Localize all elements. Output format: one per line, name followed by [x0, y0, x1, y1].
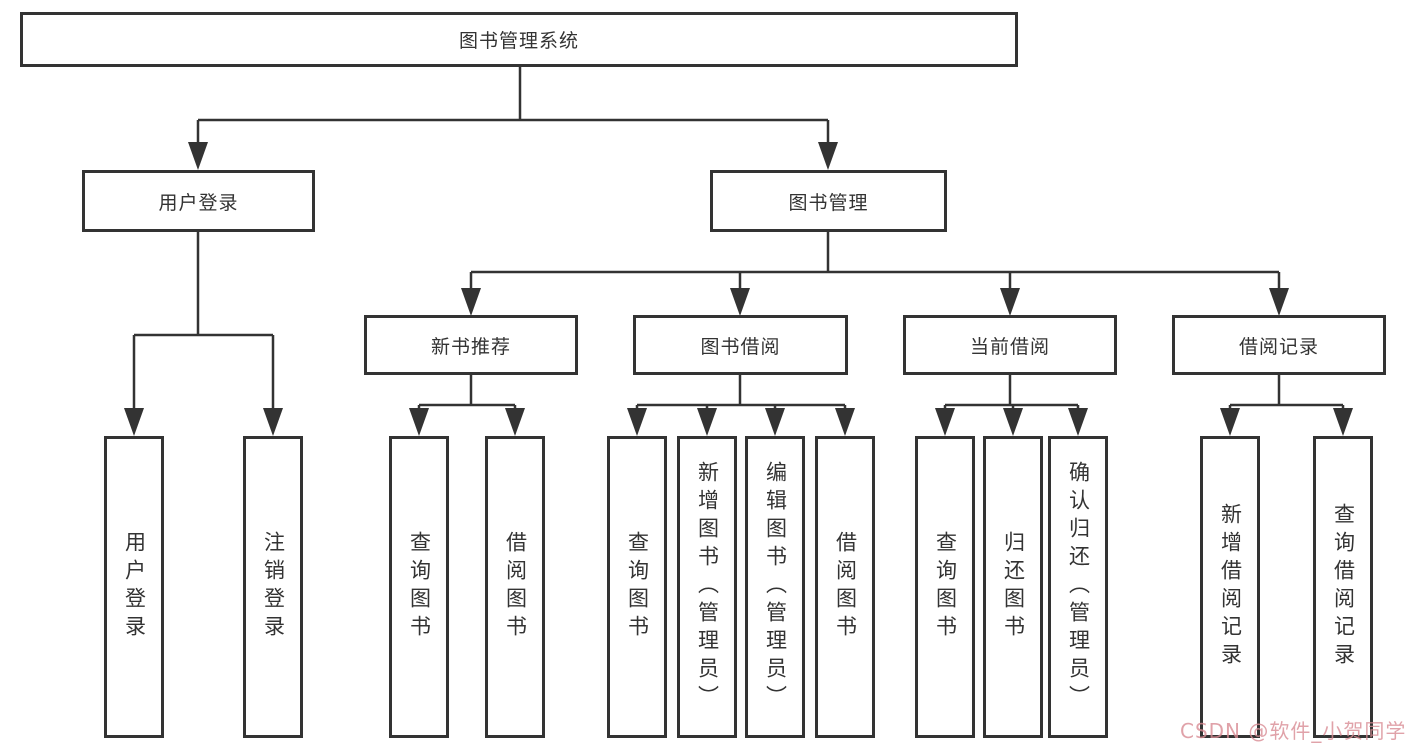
leaf-borrow-books: 借阅图书	[815, 436, 875, 738]
leaf-borrow-books-recommend: 借阅图书	[485, 436, 545, 738]
node-new-book-recommend: 新书推荐	[364, 315, 578, 375]
csdn-watermark: CSDN @软件_小贺同学	[1180, 719, 1405, 743]
leaf-borrow-books-recommend-label: 借阅图书	[503, 531, 528, 643]
node-borrow-records: 借阅记录	[1172, 315, 1386, 375]
leaf-logout-label: 注销登录	[261, 531, 286, 643]
node-book-management-label: 图书管理	[788, 191, 869, 214]
leaf-edit-books-admin-label: 编辑图书（管理员）	[763, 461, 788, 713]
leaf-user-login-label: 用户登录	[122, 531, 147, 643]
leaf-query-borrow-record-label: 查询借阅记录	[1331, 503, 1356, 671]
leaf-return-books-label: 归还图书	[1001, 531, 1026, 643]
node-user-login-label: 用户登录	[158, 191, 239, 214]
leaf-return-books: 归还图书	[983, 436, 1043, 738]
leaf-borrow-books-label: 借阅图书	[833, 531, 858, 643]
node-user-login: 用户登录	[82, 170, 315, 232]
node-root-label: 图书管理系统	[458, 30, 579, 52]
leaf-add-books-admin-label: 新增图书（管理员）	[695, 461, 720, 713]
leaf-query-books-borrow: 查询图书	[607, 436, 667, 738]
node-book-borrow-label: 图书借阅	[700, 335, 781, 358]
leaf-user-login: 用户登录	[104, 436, 164, 738]
leaf-add-borrow-record: 新增借阅记录	[1200, 436, 1260, 738]
node-borrow-records-label: 借阅记录	[1238, 335, 1319, 358]
node-root: 图书管理系统	[20, 12, 1018, 67]
node-current-borrow-label: 当前借阅	[969, 335, 1050, 358]
node-book-borrow: 图书借阅	[633, 315, 848, 375]
node-new-book-recommend-label: 新书推荐	[430, 335, 511, 358]
leaf-confirm-return-admin: 确认归还（管理员）	[1048, 436, 1108, 738]
leaf-logout: 注销登录	[243, 436, 303, 738]
leaf-edit-books-admin: 编辑图书（管理员）	[745, 436, 805, 738]
leaf-query-books-borrow-label: 查询图书	[625, 531, 650, 643]
leaf-query-books-recommend-label: 查询图书	[407, 531, 432, 643]
leaf-query-books-recommend: 查询图书	[389, 436, 449, 738]
leaf-confirm-return-admin-label: 确认归还（管理员）	[1066, 461, 1091, 713]
leaf-query-books-current-label: 查询图书	[933, 531, 958, 643]
node-current-borrow: 当前借阅	[903, 315, 1117, 375]
leaf-query-books-current: 查询图书	[915, 436, 975, 738]
node-book-management: 图书管理	[710, 170, 947, 232]
arrowhead-icons	[124, 142, 1353, 436]
leaf-add-borrow-record-label: 新增借阅记录	[1218, 503, 1243, 671]
leaf-query-borrow-record: 查询借阅记录	[1313, 436, 1373, 738]
leaf-add-books-admin: 新增图书（管理员）	[677, 436, 737, 738]
